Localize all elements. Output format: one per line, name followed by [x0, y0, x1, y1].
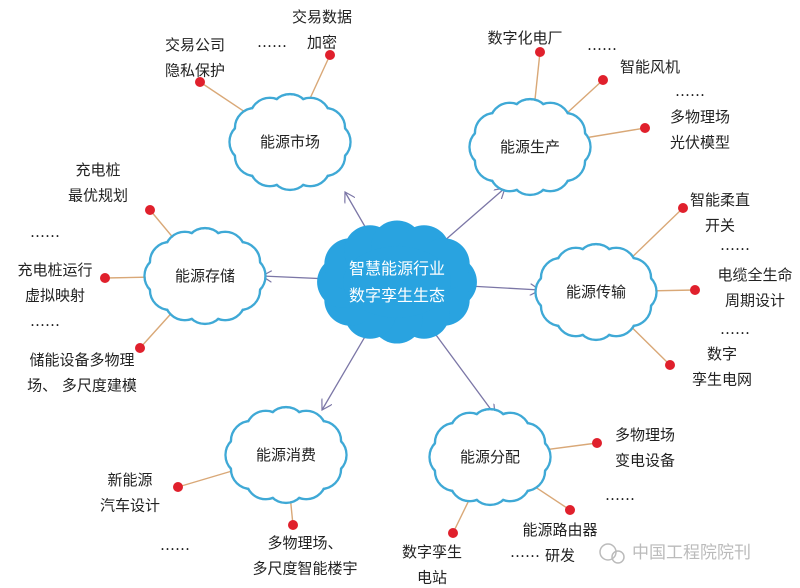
leaf-dot — [100, 273, 110, 283]
leaf-dot — [448, 528, 458, 538]
branch-label: 能源生产 — [500, 138, 560, 156]
leaf-label: 数字孪生电网 — [692, 345, 752, 389]
ellipsis-more: …… — [510, 543, 540, 561]
leaf-label: 交易公司隐私保护 — [165, 36, 225, 80]
leaf-label: 电缆全生命周期设计 — [717, 266, 792, 310]
leaf-dot — [598, 75, 608, 85]
leaf-dot — [145, 205, 155, 215]
leaf-dot — [690, 285, 700, 295]
branch-cloud — [224, 405, 348, 505]
leaf-label: 交易数据加密 — [292, 8, 352, 52]
leaf-label: 充电桩运行虚拟映射 — [17, 261, 92, 305]
ellipsis-more: …… — [675, 82, 705, 100]
ellipsis-more: …… — [720, 320, 750, 338]
leaf-dot — [195, 77, 205, 87]
branch-cloud — [428, 407, 552, 507]
leaf-dot — [325, 50, 335, 60]
wechat-icon-bubble — [611, 550, 625, 564]
branch-label: 能源存储 — [175, 267, 235, 285]
leaf-dot — [135, 343, 145, 353]
leaf-dot — [173, 482, 183, 492]
ellipsis-more: …… — [30, 223, 60, 241]
leaf-label: 多物理场、多尺度智能楼宇 — [252, 534, 357, 578]
branch-cloud — [143, 226, 267, 326]
ellipsis-more: …… — [257, 33, 287, 51]
leaf-label: 新能源汽车设计 — [100, 471, 160, 515]
watermark-text: 中国工程院院刊 — [632, 543, 751, 563]
branch-cloud — [534, 242, 658, 342]
leaf-label: 储能设备多物理场、 多尺度建模 — [27, 351, 137, 395]
leaf-label: 数字化电厂 — [487, 29, 562, 47]
leaf-label: 智能柔直开关 — [690, 191, 750, 235]
branch-label: 能源分配 — [460, 448, 520, 466]
ellipsis-more: …… — [605, 486, 635, 504]
leaf-label: 充电桩最优规划 — [68, 161, 128, 205]
ellipsis-more: …… — [30, 312, 60, 330]
leaf-label: 多物理场光伏模型 — [670, 108, 730, 152]
ellipsis-more: …… — [720, 236, 750, 254]
center-label: 智慧能源行业数字孪生生态 — [349, 259, 445, 305]
ellipsis-more: …… — [160, 536, 190, 554]
center-cloud — [317, 220, 477, 344]
ellipsis-more: …… — [587, 36, 617, 54]
leaf-dot — [535, 47, 545, 57]
branch-cloud — [468, 97, 592, 197]
leaf-dot — [678, 203, 688, 213]
leaf-label: 多物理场变电设备 — [615, 426, 675, 470]
leaf-label: 数字孪生电站 — [402, 543, 462, 587]
branch-label: 能源消费 — [256, 446, 316, 464]
leaf-dot — [565, 505, 575, 515]
leaf-dot — [288, 520, 298, 530]
leaf-dot — [665, 360, 675, 370]
branch-cloud — [228, 92, 352, 192]
watermark: 中国工程院院刊 — [599, 543, 751, 564]
leaf-dot — [640, 123, 650, 133]
branch-label: 能源市场 — [260, 133, 320, 151]
leaf-dot — [592, 438, 602, 448]
leaf-label: 智能风机 — [620, 58, 680, 76]
leaf-label: 能源路由器研发 — [522, 521, 597, 565]
branch-label: 能源传输 — [566, 283, 626, 301]
